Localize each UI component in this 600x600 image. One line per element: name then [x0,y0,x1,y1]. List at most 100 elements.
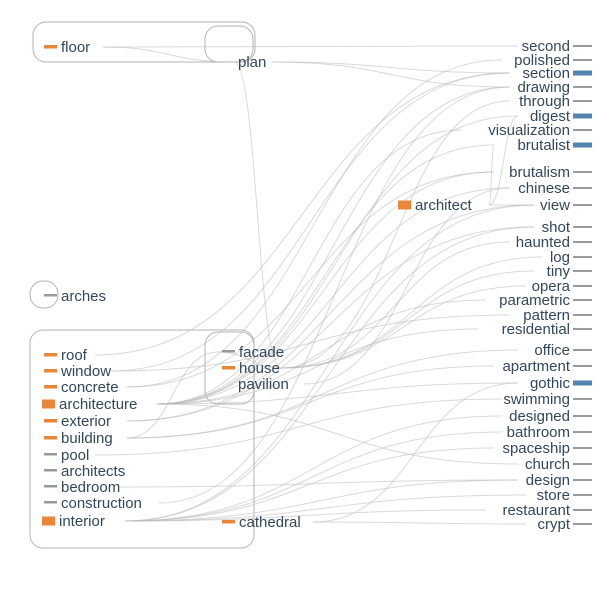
word-label: building [61,430,113,447]
edge-architecture-church [156,403,519,465]
node-floor[interactable]: floor [44,39,90,56]
word-label: apartment [502,358,570,375]
node-architects[interactable]: architects [44,463,125,480]
frequency-tick [44,419,57,423]
frequency-tick [44,385,57,389]
word-label: shot [542,219,571,236]
node-tiny[interactable]: tiny [547,263,592,280]
node-arches[interactable]: arches [44,288,106,305]
frequency-tick [573,463,592,465]
node-pavilion[interactable]: pavilion [238,376,289,393]
word-label: drawing [517,79,570,96]
node-gothic[interactable]: gothic [530,375,592,392]
node-bathroom[interactable]: bathroom [507,424,592,441]
node-shot[interactable]: shot [542,219,592,236]
edge-exterior-shot [126,226,535,422]
word-label: tiny [547,263,571,280]
node-facade[interactable]: facade [222,344,284,361]
node-pattern[interactable]: pattern [523,307,592,324]
node-through[interactable]: through [519,93,592,110]
edge-floor-second [102,45,519,48]
node-brutalist[interactable]: brutalist [517,137,592,154]
word-label: brutalist [517,137,570,154]
node-architect[interactable]: architect [398,197,473,214]
word-label: facade [239,344,284,361]
node-design[interactable]: design [526,472,592,489]
node-building[interactable]: building [44,430,113,447]
node-crypt[interactable]: crypt [537,516,592,533]
node-restaurant[interactable]: restaurant [502,502,592,519]
edge-architecture-residential [156,328,479,405]
node-brutalism[interactable]: brutalism [509,164,592,181]
edge-architect-brutalist [488,144,495,206]
frequency-tick [573,328,592,330]
node-polished[interactable]: polished [514,52,592,69]
edge-plan-drawing [271,61,511,88]
word-label: church [525,456,570,473]
frequency-tick [573,365,592,367]
word-label: polished [514,52,570,69]
frequency-tick [573,129,592,131]
node-concrete[interactable]: concrete [44,379,119,396]
word-label: pavilion [238,376,289,393]
node-pool[interactable]: pool [44,447,89,464]
node-parametric[interactable]: parametric [499,292,592,309]
node-designed[interactable]: designed [509,408,592,425]
word-label: designed [509,408,570,425]
frequency-tick [44,353,57,357]
node-church[interactable]: church [525,456,592,473]
node-haunted[interactable]: haunted [516,234,592,251]
word-label: concrete [61,379,119,396]
edge-cathedral-gothic [312,382,519,523]
frequency-tick [44,369,57,373]
node-apartment[interactable]: apartment [502,358,592,375]
word-label: parametric [499,292,570,309]
frequency-tick [44,469,57,472]
word-label: chinese [518,180,570,197]
node-log[interactable]: log [550,249,592,266]
node-roof[interactable]: roof [44,347,88,364]
node-construction[interactable]: construction [44,495,142,512]
frequency-tick [44,501,57,504]
word-label: roof [61,347,88,364]
word-label: crypt [537,516,570,533]
frequency-tick [398,200,411,210]
node-window[interactable]: window [44,363,111,380]
edge-house-through [280,100,511,369]
node-section[interactable]: section [522,65,592,82]
frequency-tick [44,485,57,488]
edge-interior-store [124,494,527,522]
frequency-tick [573,142,592,148]
frequency-tick [44,453,57,456]
node-view[interactable]: view [540,197,592,214]
node-architecture[interactable]: architecture [42,396,137,413]
node-spaceship[interactable]: spaceship [502,440,592,457]
node-residential[interactable]: residential [502,321,592,338]
edge-roof-section [94,72,511,356]
node-store[interactable]: store [537,487,592,504]
node-layer: floor arches roofwindowconcretearchitectur… [42,38,592,533]
node-office[interactable]: office [534,342,592,359]
word-label: window [60,363,111,380]
node-bedroom[interactable]: bedroom [44,479,120,496]
edge-layer [94,45,543,525]
node-second[interactable]: second [522,38,592,55]
node-opera[interactable]: opera [532,278,592,295]
node-plan[interactable]: plan [238,54,266,71]
node-chinese[interactable]: chinese [518,180,592,197]
frequency-tick [573,509,592,511]
node-swimming[interactable]: swimming [503,391,592,408]
node-interior[interactable]: interior [42,513,105,530]
word-label: visualization [488,122,570,139]
node-digest[interactable]: digest [530,108,592,125]
node-drawing[interactable]: drawing [517,79,592,96]
node-visualization[interactable]: visualization [488,122,592,139]
node-cathedral[interactable]: cathedral [222,514,301,531]
word-label: pool [61,447,89,464]
frequency-tick [573,86,592,88]
node-exterior[interactable]: exterior [44,413,111,430]
edge-concrete-brutalism [126,171,495,388]
word-label: arches [61,288,106,305]
node-house[interactable]: house [222,360,280,377]
